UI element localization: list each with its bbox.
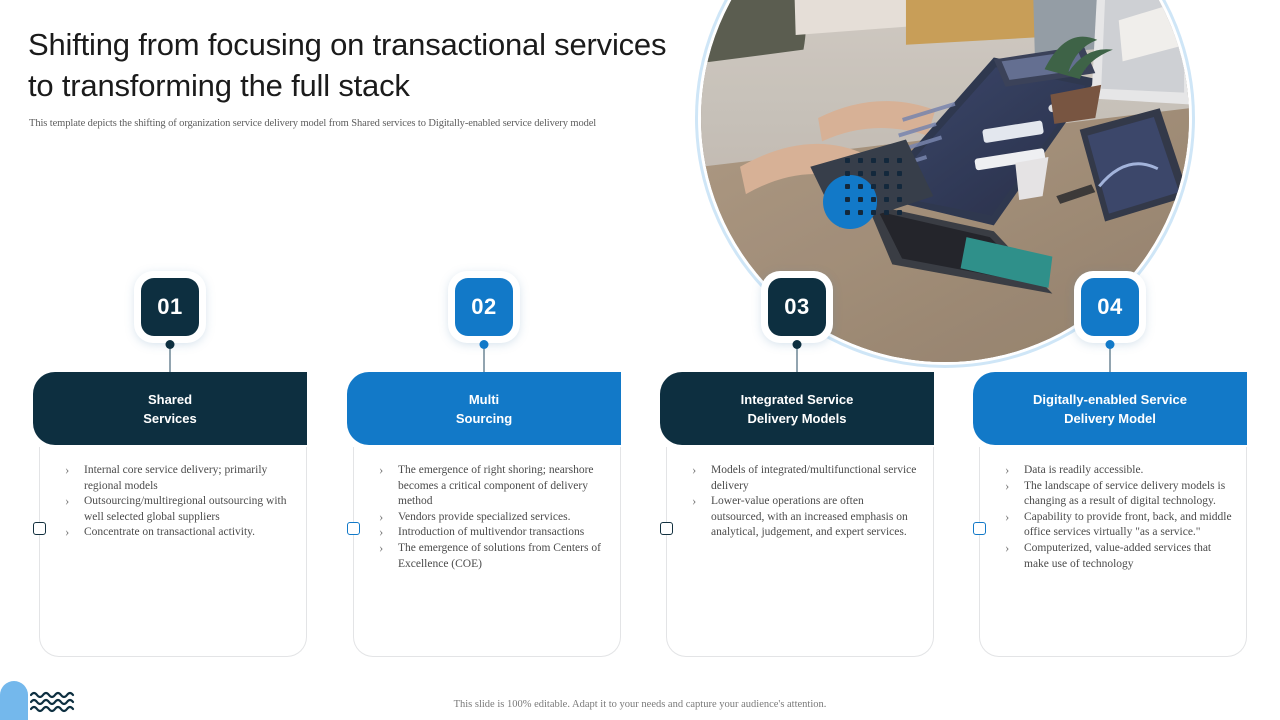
card-body-04: Data is readily accessible. The landscap… xyxy=(973,447,1247,657)
dot-grid-decoration xyxy=(845,158,907,215)
card-title-line2-04: Delivery Model xyxy=(1064,410,1156,426)
bullet-list-03: Models of integrated/multifunctional ser… xyxy=(689,462,919,541)
connector-line-03 xyxy=(796,342,798,372)
card-01: 01 Shared Services Internal core service… xyxy=(33,272,307,662)
card-body-02: The emergence of right shoring; nearshor… xyxy=(347,447,621,657)
badge-number-02: 02 xyxy=(455,278,513,336)
list-item: Concentrate on transactional activity. xyxy=(62,524,292,541)
badge-wrapper-04: 04 xyxy=(1075,272,1145,342)
card-body-03: Models of integrated/multifunctional ser… xyxy=(660,447,934,657)
bullet-list-02: The emergence of right shoring; nearshor… xyxy=(376,462,606,572)
list-item: Outsourcing/multiregional outsourcing wi… xyxy=(62,493,292,525)
wave-lines-icon xyxy=(29,690,78,714)
card-title-line2-01: Services xyxy=(143,410,197,426)
card-title-line1-04: Digitally-enabled Service xyxy=(1033,391,1187,407)
badge-wrapper-02: 02 xyxy=(449,272,519,342)
list-item: Computerized, value-added services that … xyxy=(1002,540,1232,572)
card-title-line1-01: Shared xyxy=(147,391,193,407)
list-item: The emergence of solutions from Centers … xyxy=(376,540,606,572)
connector-dot-04 xyxy=(1105,340,1115,349)
card-04: 04 Digitally-enabled Service Delivery Mo… xyxy=(973,272,1247,662)
list-item: The emergence of right shoring; nearshor… xyxy=(376,462,606,510)
list-item: Capability to provide front, back, and m… xyxy=(1002,509,1232,541)
badge-number-03: 03 xyxy=(768,278,826,336)
card-header-01: Shared Services xyxy=(33,372,307,445)
card-header-03: Integrated Service Delivery Models xyxy=(660,372,934,445)
card-marker-01 xyxy=(33,522,46,535)
badge-number-01: 01 xyxy=(141,278,199,336)
connector-line-01 xyxy=(169,342,171,372)
page-subtitle: This template depicts the shifting of or… xyxy=(29,118,597,129)
list-item: Introduction of multivendor transactions xyxy=(376,524,606,541)
connector-line-04 xyxy=(1109,342,1111,372)
badge-wrapper-03: 03 xyxy=(762,272,832,342)
list-item: Internal core service delivery; primaril… xyxy=(62,462,292,494)
card-marker-03 xyxy=(660,522,673,535)
bullet-list-04: Data is readily accessible. The landscap… xyxy=(1002,462,1232,572)
card-marker-02 xyxy=(347,522,360,535)
bullet-list-01: Internal core service delivery; primaril… xyxy=(62,462,292,541)
list-item: Lower-value operations are often outsour… xyxy=(689,493,919,541)
card-title-line1-02: Multi xyxy=(468,391,500,407)
card-title-line2-03: Delivery Models xyxy=(747,410,847,426)
list-item: Data is readily accessible. xyxy=(1002,462,1232,479)
list-item: Models of integrated/multifunctional ser… xyxy=(689,462,919,494)
connector-line-02 xyxy=(483,342,485,372)
card-02: 02 Multi Sourcing The emergence of right… xyxy=(347,272,621,662)
connector-dot-01 xyxy=(165,340,175,349)
hero-image-container xyxy=(695,0,1195,368)
card-marker-04 xyxy=(973,522,986,535)
badge-wrapper-01: 01 xyxy=(135,272,205,342)
card-title-line2-02: Sourcing xyxy=(455,410,513,426)
card-title-line1-03: Integrated Service xyxy=(740,391,854,407)
cards-row: 01 Shared Services Internal core service… xyxy=(0,272,1280,662)
card-header-04: Digitally-enabled Service Delivery Model xyxy=(973,372,1247,445)
list-item: Vendors provide specialized services. xyxy=(376,509,606,526)
connector-dot-02 xyxy=(479,340,489,349)
card-header-02: Multi Sourcing xyxy=(347,372,621,445)
page-title: Shifting from focusing on transactional … xyxy=(28,27,667,103)
card-body-01: Internal core service delivery; primaril… xyxy=(33,447,307,657)
footer-note: This slide is 100% editable. Adapt it to… xyxy=(453,699,827,710)
badge-number-04: 04 xyxy=(1081,278,1139,336)
connector-dot-03 xyxy=(792,340,802,349)
footer-shape-decoration xyxy=(0,681,28,720)
card-03: 03 Integrated Service Delivery Models Mo… xyxy=(660,272,934,662)
list-item: The landscape of service delivery models… xyxy=(1002,478,1232,510)
blue-circle-decoration xyxy=(823,175,877,229)
